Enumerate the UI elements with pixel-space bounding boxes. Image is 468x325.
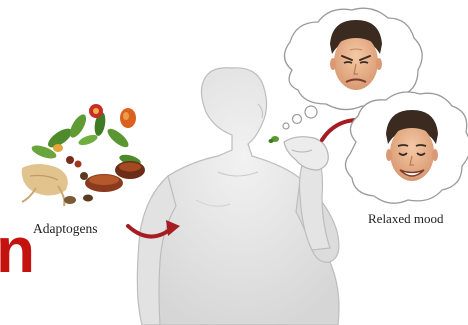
adaptogens-label: Adaptogens xyxy=(33,221,98,237)
relaxed-thought-bubble xyxy=(345,92,468,203)
relaxed-mood-label: Relaxed mood xyxy=(368,211,443,227)
thought-dots xyxy=(283,106,317,129)
adaptogen-herbs-illustration xyxy=(22,104,145,206)
edge-cropped-text: n xyxy=(0,218,35,282)
